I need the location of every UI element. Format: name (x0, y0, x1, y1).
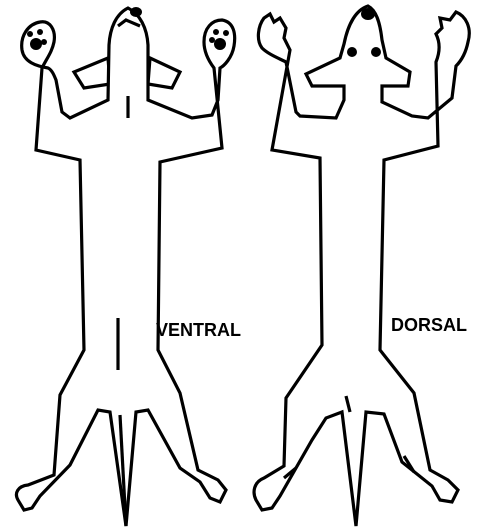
ventral-nose (130, 7, 142, 17)
ventral-body-outline (16, 8, 234, 526)
dorsal-right-eye (371, 47, 381, 57)
ventral-left-ear (74, 58, 110, 88)
dorsal-label: DORSAL (391, 315, 467, 335)
dorsal-left-eye (347, 47, 357, 57)
ventral-right-ear (148, 58, 180, 88)
ventral-label: VENTRAL (156, 320, 241, 340)
dorsal-view (254, 6, 469, 526)
dorsal-body-outline (254, 6, 469, 526)
dorsal-nose (361, 8, 375, 20)
ventral-view (16, 7, 234, 526)
